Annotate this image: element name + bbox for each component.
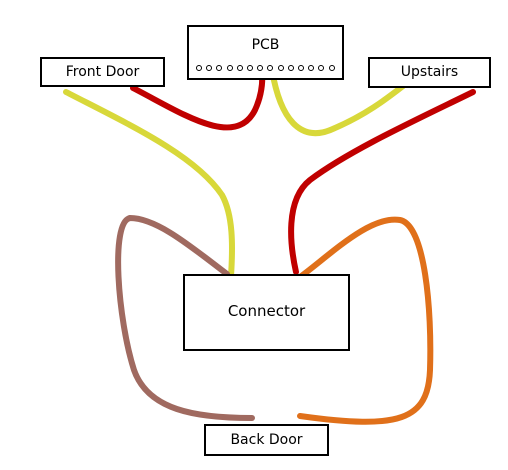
front-door-label: Front Door (65, 64, 140, 80)
connector-label: Connector (227, 302, 306, 320)
orange-connector-to-back-door-wire (297, 216, 434, 425)
brown-connector-to-back-door-wire (115, 214, 255, 421)
back-door-label: Back Door (230, 432, 303, 448)
upstairs-box: Upstairs (368, 57, 491, 88)
pcb-pin (236, 65, 243, 71)
pcb-box: PCB (187, 25, 344, 80)
pcb-pin (328, 65, 335, 71)
pcb-pin (196, 65, 202, 71)
pcb-pin (318, 65, 325, 71)
red-upstairs-to-connector-wire (288, 89, 476, 275)
back-door-box: Back Door (204, 424, 329, 456)
pcb-pin (267, 65, 274, 71)
pcb-pin (257, 65, 264, 71)
connector-box: Connector (183, 274, 350, 351)
red-front-door-to-pcb-wire (130, 67, 266, 131)
upstairs-label: Upstairs (400, 64, 459, 80)
pcb-pin (226, 65, 233, 71)
pcb-pin (298, 65, 304, 71)
pcb-pin (247, 65, 253, 71)
pcb-pin (287, 65, 294, 71)
pcb-pin (277, 65, 284, 71)
pcb-pin (216, 65, 223, 71)
front-door-box: Front Door (40, 57, 165, 87)
pcb-pin (206, 65, 213, 71)
pcb-pin (308, 65, 315, 71)
pcb-label: PCB (251, 37, 280, 53)
yellow-front-door-to-connector-wire (63, 89, 236, 279)
yellow-pcb-to-upstairs-wire (269, 67, 406, 136)
